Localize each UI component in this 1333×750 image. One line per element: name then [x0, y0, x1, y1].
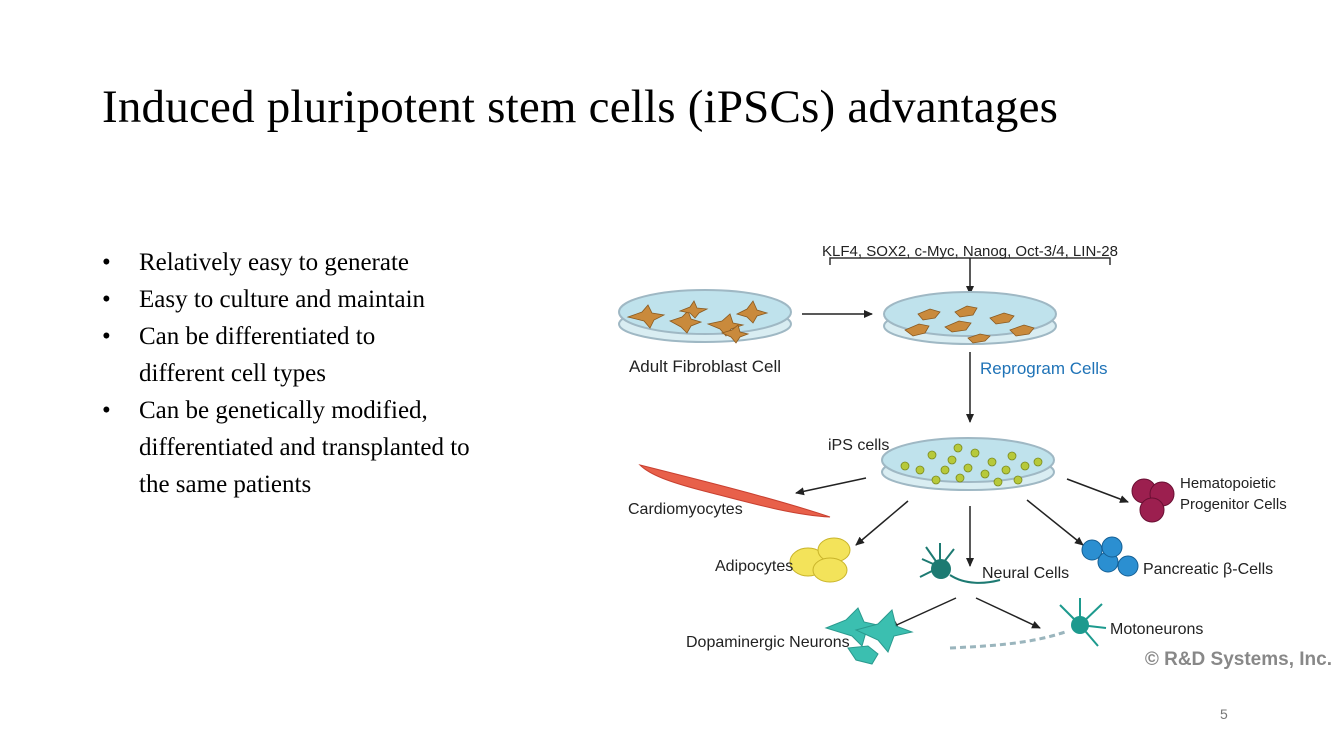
bullet-marker: • [102, 397, 111, 424]
ipsc-diagram: KLF4, SOX2, c-Myc, Nanog, Oct-3/4, LIN-2… [618, 243, 1332, 670]
arrow-to-cardio [795, 477, 867, 496]
reprogram-dish [883, 291, 1057, 345]
copyright-label: © R&D Systems, Inc. [1145, 649, 1332, 670]
pancreatic-label: Pancreatic β-Cells [1143, 561, 1273, 578]
hematopoietic-label-1: Hematopoietic [1180, 475, 1276, 492]
bullet-text: Can be genetically modified, differentia… [139, 397, 470, 498]
arrow-to-dopaminergic [889, 597, 957, 629]
neural-cell [919, 543, 1001, 584]
bullet-item: • Can be differentiated to different cell… [102, 318, 429, 392]
arrow-to-motoneurons [975, 597, 1041, 629]
adipocyte-cells [789, 537, 851, 583]
slide-title: Induced pluripotent stem cells (iPSCs) a… [102, 81, 1059, 133]
pancreatic-cells [1081, 536, 1139, 577]
arrow-to-adipocytes [855, 500, 909, 546]
bullet-marker: • [102, 286, 111, 313]
motoneurons-label: Motoneurons [1110, 621, 1203, 638]
bullet-item: • Can be genetically modified, differenti… [102, 392, 484, 503]
bullet-text: Easy to culture and maintain [139, 286, 426, 313]
ips-cells-label: iPS cells [828, 437, 889, 454]
dopaminergic-cells [824, 607, 914, 665]
ips-dish [881, 437, 1055, 491]
neural-cells-label: Neural Cells [982, 565, 1069, 582]
bullet-marker: • [102, 323, 111, 350]
neural-cell-body [931, 559, 951, 579]
bullet-text: Relatively easy to generate [139, 249, 410, 276]
hematopoietic-cells [1131, 478, 1175, 523]
bullet-item: • Easy to culture and maintain [102, 281, 522, 318]
factors-bracket [829, 257, 1111, 295]
hematopoietic-label-2: Progenitor Cells [1180, 496, 1287, 513]
adult-fibroblast-label: Adult Fibroblast Cell [629, 357, 781, 376]
reprogram-label: Reprogram Cells [980, 359, 1108, 378]
adipocytes-label: Adipocytes [715, 558, 793, 575]
fibroblast-dish [618, 289, 792, 344]
dopaminergic-label: Dopaminergic Neurons [686, 634, 850, 651]
bullet-list: • Relatively easy to generate • Easy to cu… [102, 244, 522, 503]
factors-label: KLF4, SOX2, c-Myc, Nanog, Oct-3/4, LIN-2… [822, 243, 1118, 260]
arrow-to-hemato [1066, 478, 1129, 503]
cardiomyocytes-label: Cardiomyocytes [628, 501, 743, 518]
motoneuron-cell [949, 598, 1107, 650]
cardiomyocyte-cell [638, 464, 831, 518]
page-number: 5 [1220, 706, 1228, 722]
bullet-item: • Relatively easy to generate [102, 244, 522, 281]
bullet-text: Can be differentiated to different cell … [139, 323, 376, 387]
bullet-marker: • [102, 249, 111, 276]
arrow-to-pancreatic [1026, 499, 1084, 546]
